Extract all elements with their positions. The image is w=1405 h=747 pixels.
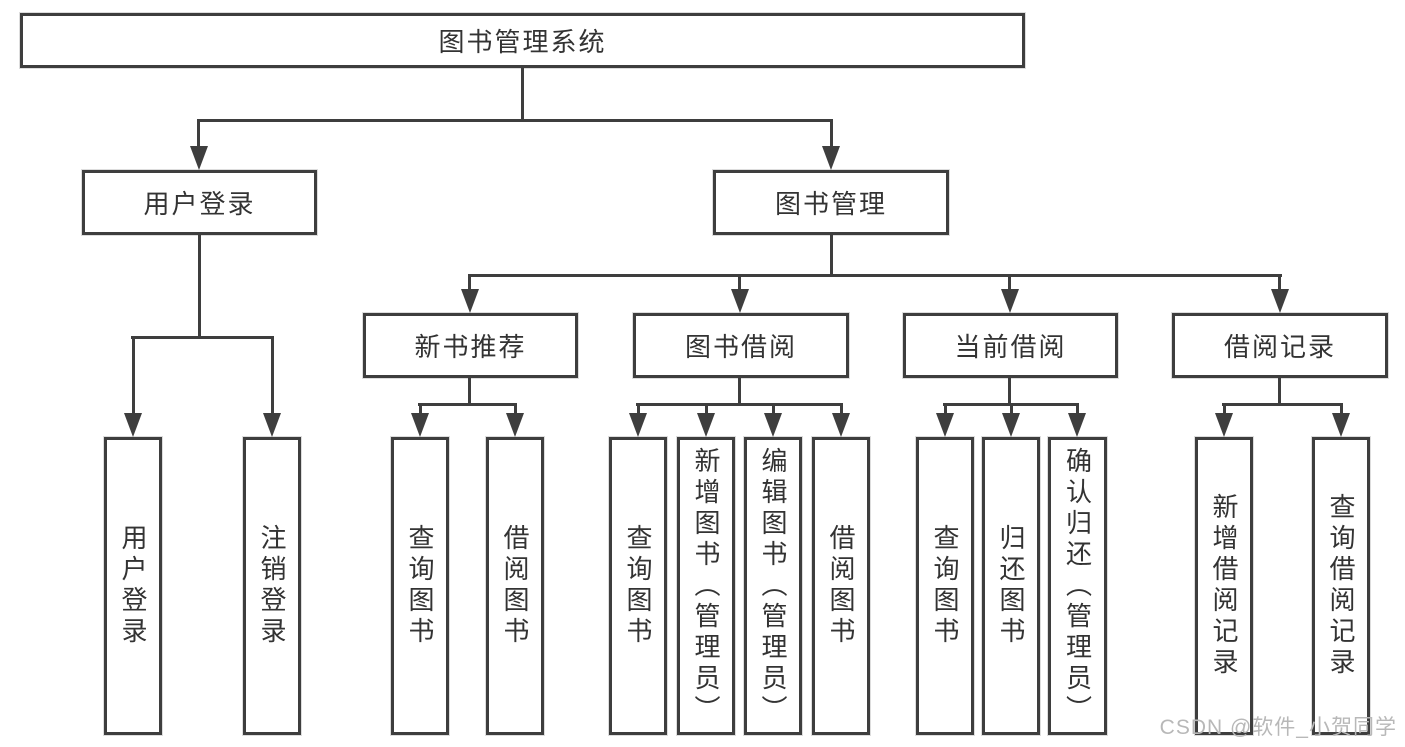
arrow-down-icon	[832, 413, 850, 437]
edge-line	[1008, 274, 1011, 292]
node-label: 当前借阅	[954, 332, 1067, 362]
arrow-down-icon	[936, 413, 954, 437]
arrow-down-icon	[764, 413, 782, 437]
arrow-down-icon	[1001, 289, 1019, 313]
node-label: 查询借阅记录	[1326, 493, 1356, 679]
node-book-borrowing: 图书借阅	[633, 313, 849, 378]
arrow-down-icon	[411, 413, 429, 437]
edge-line	[514, 403, 517, 415]
node-label: 编辑图书（管理员）	[758, 446, 788, 726]
node-label: 归还图书	[996, 524, 1026, 648]
node-label: 确认归还（管理员）	[1062, 446, 1093, 726]
edge-line	[132, 336, 135, 418]
node-label: 图书借阅	[684, 332, 797, 362]
arrow-down-icon	[822, 146, 840, 170]
node-label: 查询图书	[623, 524, 653, 648]
node-label: 注销登录	[257, 524, 287, 648]
edge-line	[636, 403, 843, 406]
edge-line	[830, 119, 833, 149]
edge-line	[772, 403, 775, 415]
arrow-down-icon	[629, 413, 647, 437]
node-current-borrowing: 当前借阅	[903, 313, 1118, 378]
node-user-login: 用户登录	[82, 170, 317, 235]
edge-line	[830, 235, 833, 276]
node-label: 查询图书	[930, 524, 960, 648]
node-new-book-recommendation: 新书推荐	[363, 313, 578, 378]
leaf-query-books-current: 查询图书	[916, 437, 974, 735]
edge-line	[944, 403, 947, 415]
edge-line	[468, 378, 471, 405]
node-book-management: 图书管理	[713, 170, 949, 235]
edge-line	[1076, 403, 1079, 415]
leaf-return-books: 归还图书	[982, 437, 1040, 735]
edge-line	[1340, 403, 1343, 415]
edge-line	[738, 378, 741, 405]
leaf-add-books-admin: 新增图书（管理员）	[677, 437, 735, 735]
edge-line	[271, 336, 274, 418]
leaf-query-books-borrowing: 查询图书	[609, 437, 667, 735]
node-label: 新书推荐	[414, 332, 527, 362]
arrow-down-icon	[697, 413, 715, 437]
watermark: CSDN @软件_小贺同学	[1159, 716, 1397, 739]
node-label: 图书管理系统	[438, 27, 607, 57]
arrow-down-icon	[506, 413, 524, 437]
arrow-down-icon	[1332, 413, 1350, 437]
leaf-query-books-recommend: 查询图书	[391, 437, 449, 735]
edge-line	[1278, 274, 1281, 292]
node-label: 图书管理	[774, 189, 887, 219]
edge-line	[521, 68, 524, 119]
arrow-down-icon	[731, 289, 749, 313]
leaf-confirm-return-admin: 确认归还（管理员）	[1048, 437, 1107, 735]
edge-line	[1010, 403, 1013, 415]
edge-line	[738, 274, 741, 292]
arrow-down-icon	[124, 413, 142, 437]
edge-line	[468, 274, 1282, 277]
edge-line	[840, 403, 843, 415]
node-borrowing-records: 借阅记录	[1172, 313, 1388, 378]
arrow-down-icon	[461, 289, 479, 313]
leaf-borrow-books-recommend: 借阅图书	[486, 437, 544, 735]
node-label: 借阅图书	[826, 524, 856, 648]
arrow-down-icon	[263, 413, 281, 437]
node-label: 查询图书	[405, 524, 435, 648]
edge-line	[1223, 403, 1226, 415]
edge-line	[418, 403, 517, 406]
edge-line	[419, 403, 422, 415]
leaf-user-login: 用户登录	[104, 437, 162, 735]
leaf-borrow-books-borrowing: 借阅图书	[812, 437, 870, 735]
edge-line	[197, 119, 200, 149]
leaf-query-borrow-record: 查询借阅记录	[1312, 437, 1370, 735]
node-label: 用户登录	[118, 524, 148, 648]
edge-line	[468, 274, 471, 292]
arrow-down-icon	[1068, 413, 1086, 437]
edge-line	[131, 336, 274, 339]
node-label: 借阅记录	[1223, 332, 1336, 362]
node-label: 用户登录	[143, 189, 256, 219]
arrow-down-icon	[1002, 413, 1020, 437]
edge-line	[705, 403, 708, 415]
edge-line	[637, 403, 640, 415]
leaf-logout: 注销登录	[243, 437, 301, 735]
edge-line	[1008, 378, 1011, 405]
arrow-down-icon	[1215, 413, 1233, 437]
arrow-down-icon	[190, 146, 208, 170]
edge-line	[1278, 378, 1281, 405]
edge-line	[198, 235, 201, 338]
edge-line	[1222, 403, 1343, 406]
leaf-edit-books-admin: 编辑图书（管理员）	[744, 437, 802, 735]
node-label: 新增图书（管理员）	[691, 446, 721, 726]
leaf-add-borrow-record: 新增借阅记录	[1195, 437, 1253, 735]
edge-line	[197, 119, 833, 122]
arrow-down-icon	[1271, 289, 1289, 313]
node-label: 新增借阅记录	[1209, 493, 1239, 679]
node-library-management-system: 图书管理系统	[20, 13, 1025, 68]
node-label: 借阅图书	[500, 524, 530, 648]
